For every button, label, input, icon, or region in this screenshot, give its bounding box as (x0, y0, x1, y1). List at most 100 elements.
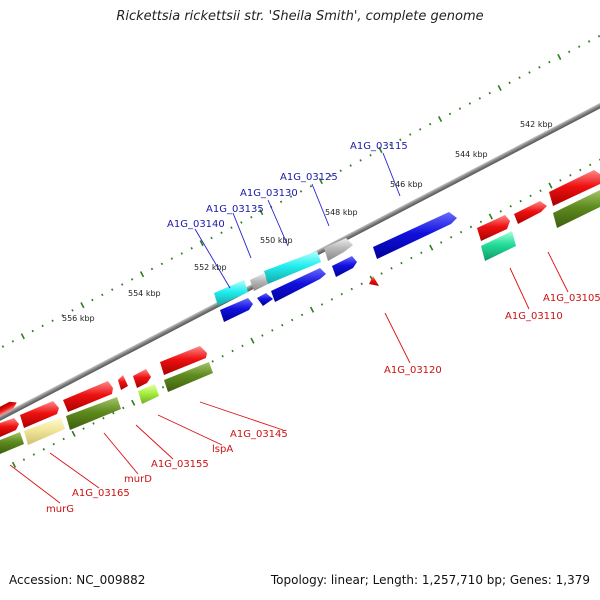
ruler-minor-tick (539, 189, 542, 192)
gene-feature-a1g03105-upper[interactable] (549, 170, 600, 206)
accession-text: Accession: NC_009882 (9, 573, 146, 587)
gene-feature-red-left-3[interactable] (118, 375, 128, 390)
gene-feature-lime[interactable] (138, 384, 159, 404)
gene-feature-olive-left-3[interactable] (0, 432, 24, 454)
tick-label: 552 kbp (194, 263, 227, 272)
ruler-minor-tick (160, 262, 164, 266)
gene-label-a1g03165[interactable]: A1G_03165 (72, 488, 130, 499)
ruler-minor-tick (230, 226, 233, 229)
gene-label-a1g03120[interactable]: A1G_03120 (384, 365, 442, 376)
ruler-minor-tick (180, 252, 183, 255)
gene-feature[interactable] (0, 399, 19, 420)
tick-label: 556 kbp (62, 314, 95, 323)
ruler-major-tick (139, 271, 145, 278)
gene-feature-red-left-5[interactable] (20, 401, 59, 428)
gene-feature-olive-left-1[interactable] (164, 362, 213, 392)
gene-label-murg[interactable]: murG (46, 504, 74, 515)
gene-feature-red-left-1[interactable] (160, 346, 207, 375)
ruler-minor-tick (359, 159, 362, 162)
gene-label-a1g03110[interactable]: A1G_03110 (505, 311, 563, 322)
ruler-minor-tick (92, 422, 95, 425)
gene-label-a1g03105[interactable]: A1G_03105 (543, 293, 600, 304)
gene-feature-red-left-4[interactable] (63, 381, 113, 412)
ruler-minor-tick (458, 107, 462, 110)
ruler-minor-tick (91, 298, 94, 302)
ruler-minor-tick (102, 417, 105, 420)
ruler-minor-tick (250, 216, 253, 219)
ruler-minor-tick (428, 122, 432, 126)
ruler-minor-tick (221, 354, 224, 358)
gene-label-a1g03115[interactable]: A1G_03115 (350, 141, 408, 152)
gene-feature-blue-lower[interactable] (220, 298, 253, 322)
ruler-major-tick (437, 115, 443, 123)
genome-backbone (0, 83, 600, 430)
gene-feature-teal[interactable] (481, 231, 516, 261)
ruler-major-tick (557, 53, 562, 60)
ruler-minor-tick (589, 163, 592, 167)
gene-feature-a1g03130[interactable] (264, 251, 321, 284)
gene-feature-a1g03140[interactable] (214, 280, 248, 306)
ruler-minor-tick (389, 143, 392, 147)
gene-feature-olive-right[interactable] (553, 190, 600, 228)
gene-feature-a1g03125[interactable] (324, 238, 353, 261)
ruler-minor-tick (528, 71, 531, 74)
ruler-minor-tick (101, 293, 104, 297)
gene-feature-a1g03115[interactable] (373, 212, 457, 259)
ruler-minor-tick (111, 288, 114, 291)
ruler-minor-tick (281, 323, 284, 327)
gene-label-a1g03130[interactable]: A1G_03130 (240, 188, 298, 199)
ruler-minor-tick (32, 453, 36, 456)
ruler-minor-tick (82, 427, 85, 430)
gene-feature-red-left-2[interactable] (133, 369, 151, 388)
gene-feature-a1g03120[interactable] (369, 276, 379, 286)
ruler-minor-tick (548, 60, 551, 64)
ruler-major-tick (20, 333, 25, 340)
tick-label: 546 kbp (390, 180, 423, 189)
ruler-minor-tick (349, 164, 352, 167)
gene-label-a1g03155[interactable]: A1G_03155 (151, 459, 209, 470)
ruler-major-tick (309, 306, 315, 313)
ruler-minor-tick (51, 319, 54, 322)
gene-feature-red-left-6[interactable] (0, 418, 19, 437)
tick-label: 550 kbp (260, 236, 293, 245)
gene-label-a1g03140[interactable]: A1G_03140 (167, 219, 225, 230)
ruler-minor-tick (31, 329, 34, 333)
ruler-minor-tick (300, 313, 304, 317)
ruler-minor-tick (150, 267, 154, 271)
ruler-minor-tick (309, 184, 313, 188)
ruler-minor-tick (577, 45, 581, 48)
ruler-minor-tick (271, 329, 274, 332)
gene-label-a1g03135[interactable]: A1G_03135 (206, 204, 264, 215)
ruler-minor-tick (290, 318, 294, 322)
gene-feature-upper-red-3[interactable] (477, 215, 510, 241)
gene-feature-blue-small[interactable] (332, 256, 357, 277)
gene-feature-olive-left-2[interactable] (66, 397, 121, 430)
gene-feature-khaki[interactable] (24, 417, 65, 445)
ruler-minor-tick (360, 282, 363, 286)
ruler-major-tick (318, 178, 323, 185)
ruler-minor-tick (299, 190, 303, 193)
leader-lines (9, 152, 569, 504)
gene-feature-a1g03135[interactable] (250, 273, 268, 291)
ruler-minor-tick (330, 298, 334, 301)
ruler-minor-tick (211, 360, 214, 363)
gene-label-lspa[interactable]: lspA (212, 444, 233, 455)
gene-feature-upper-red-2[interactable] (514, 201, 547, 224)
gene-label-a1g03145[interactable]: A1G_03145 (230, 429, 288, 440)
ruler-minor-tick (518, 76, 521, 79)
gene-label-a1g03125[interactable]: A1G_03125 (280, 172, 338, 183)
gene-feature-blue-tiny[interactable] (257, 293, 273, 306)
genome-track (0, 35, 600, 468)
ruler-major-tick (548, 182, 553, 189)
ruler-minor-tick (479, 220, 483, 224)
ruler-minor-tick (339, 169, 342, 172)
feature-layer (0, 170, 600, 454)
ruler-minor-tick (62, 437, 65, 441)
gene-feature-blue-long[interactable] (271, 268, 326, 302)
gene-label-murd[interactable]: murD (124, 474, 152, 485)
ruler-minor-tick (419, 128, 422, 131)
ruler-major-tick (429, 244, 434, 251)
ruler-minor-tick (380, 272, 383, 275)
